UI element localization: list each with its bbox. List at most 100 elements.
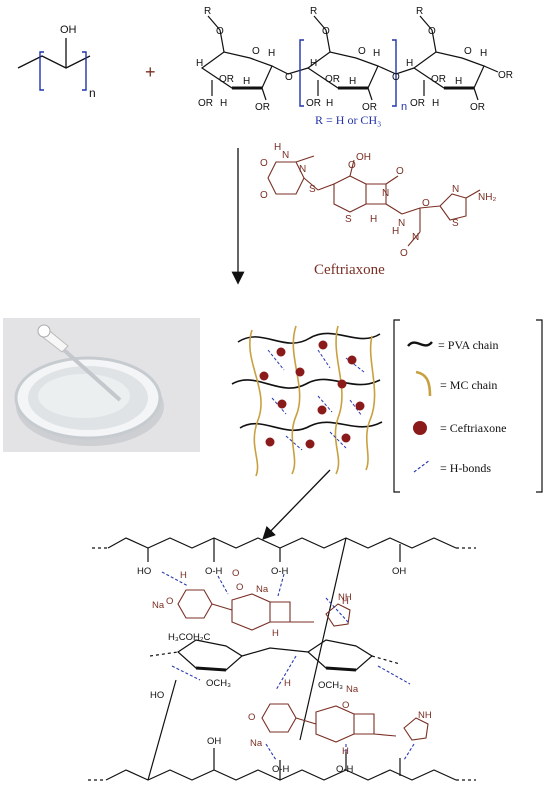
hydrogel-network <box>231 325 383 477</box>
legend: = PVA chain = MC chain = Ceftriaxone = H… <box>393 319 543 493</box>
svg-text:H: H <box>180 570 187 581</box>
svg-text:H: H <box>272 628 279 639</box>
svg-text:O: O <box>396 166 404 177</box>
svg-text:O: O <box>260 158 268 169</box>
svg-text:OR: OR <box>219 74 234 85</box>
svg-text:OCH₃: OCH₃ <box>206 678 231 689</box>
svg-text:O: O <box>322 26 330 37</box>
svg-text:N: N <box>299 164 306 175</box>
svg-text:H: H <box>342 746 349 757</box>
svg-text:H: H <box>274 142 281 153</box>
svg-text:N: N <box>412 232 419 243</box>
svg-text:HO: HO <box>137 566 151 577</box>
legend-bracket-left <box>393 319 400 493</box>
svg-text:Na: Na <box>256 584 269 595</box>
pva-structure: OH n <box>17 24 96 100</box>
svg-text:O: O <box>358 46 366 57</box>
legend-mc-label: = MC chain <box>440 378 497 392</box>
svg-text:HO: HO <box>150 690 164 701</box>
svg-text:N: N <box>382 188 389 199</box>
plus-sign: + <box>145 62 156 82</box>
svg-text:H: H <box>480 48 487 59</box>
svg-text:OR: OR <box>325 74 340 85</box>
svg-text:N: N <box>452 184 459 195</box>
mc-r-definition: R = H or CH₃ <box>315 113 381 127</box>
bottom-hbonds <box>161 571 415 761</box>
svg-text:NH: NH <box>418 710 432 721</box>
svg-text:OH: OH <box>392 566 406 577</box>
svg-text:H: H <box>268 48 275 59</box>
svg-text:O: O <box>260 190 268 201</box>
svg-text:O-H: O-H <box>205 566 223 577</box>
svg-text:H: H <box>243 76 250 87</box>
svg-text:H: H <box>220 98 227 109</box>
pva-oh-label: OH <box>60 24 77 36</box>
svg-text:H: H <box>370 214 377 225</box>
svg-text:S: S <box>452 218 459 229</box>
svg-text:H: H <box>406 58 413 69</box>
svg-text:OR: OR <box>410 98 425 109</box>
svg-text:H₃COH₂C: H₃COH₂C <box>168 632 211 643</box>
svg-text:H: H <box>373 48 380 59</box>
svg-text:H: H <box>392 226 399 237</box>
svg-text:N: N <box>282 150 289 161</box>
svg-text:O: O <box>400 248 408 259</box>
ceftriaxone-atoms: O N N H S OH O O N O S H N H O N N S NH₂… <box>260 142 496 259</box>
svg-text:O: O <box>285 72 293 83</box>
legend-pva-label: = PVA chain <box>438 338 499 352</box>
svg-text:O: O <box>392 72 400 83</box>
svg-text:O: O <box>252 46 260 57</box>
svg-text:OR: OR <box>255 102 270 113</box>
svg-text:OR: OR <box>362 102 377 113</box>
svg-text:O: O <box>348 160 356 171</box>
zoom-arrow <box>262 469 331 540</box>
ceftriaxone-name: Ceftriaxone <box>314 262 385 278</box>
legend-drug-swatch <box>413 421 427 435</box>
svg-text:H: H <box>310 58 317 69</box>
legend-mc-swatch <box>415 370 432 397</box>
svg-text:OR: OR <box>498 70 513 81</box>
svg-text:O: O <box>464 46 472 57</box>
svg-text:O: O <box>232 568 239 579</box>
svg-text:NH: NH <box>338 592 352 603</box>
legend-hbond-swatch <box>413 459 431 473</box>
svg-text:H: H <box>349 76 356 87</box>
mc-bracket-left <box>299 39 304 107</box>
svg-text:O: O <box>342 700 349 711</box>
svg-text:Na: Na <box>346 684 359 695</box>
bottom-atom-labels: HO H O-H O O Na O-H OH H O Na H₃COH₂C OC… <box>137 566 432 775</box>
svg-text:OH: OH <box>207 736 221 747</box>
svg-text:O-H: O-H <box>336 764 354 775</box>
mc-bracket-right <box>392 39 397 107</box>
svg-text:H: H <box>342 596 349 607</box>
svg-text:O: O <box>428 26 436 37</box>
svg-text:S: S <box>309 184 316 195</box>
svg-text:R: R <box>416 6 423 17</box>
ceftriaxone-structure <box>267 155 481 247</box>
svg-text:O: O <box>166 596 173 607</box>
svg-text:OR: OR <box>431 74 446 85</box>
svg-text:OR: OR <box>306 98 321 109</box>
svg-text:H: H <box>326 98 333 109</box>
mc-atom-labels: R O O H H OR OR H H OR O R O O H H OR OR… <box>196 6 513 113</box>
svg-text:OH: OH <box>356 152 371 163</box>
mc-structure <box>200 15 499 101</box>
svg-text:H: H <box>196 58 203 69</box>
svg-text:O: O <box>422 198 430 209</box>
svg-text:H: H <box>284 678 291 689</box>
pva-n-label: n <box>89 86 96 100</box>
svg-text:O: O <box>216 26 224 37</box>
svg-text:N: N <box>398 218 405 229</box>
svg-text:O-H: O-H <box>272 764 290 775</box>
svg-text:NH₂: NH₂ <box>478 192 496 203</box>
svg-text:O-H: O-H <box>271 566 289 577</box>
svg-text:Na: Na <box>152 600 165 611</box>
svg-text:S: S <box>345 214 352 225</box>
mc-n-label: n <box>401 101 407 113</box>
legend-hbond-label: = H-bonds <box>440 461 491 475</box>
hydrogel-photo <box>3 318 200 452</box>
pva-top-backbone <box>92 537 476 741</box>
svg-text:H: H <box>432 98 439 109</box>
svg-text:O: O <box>248 712 255 723</box>
